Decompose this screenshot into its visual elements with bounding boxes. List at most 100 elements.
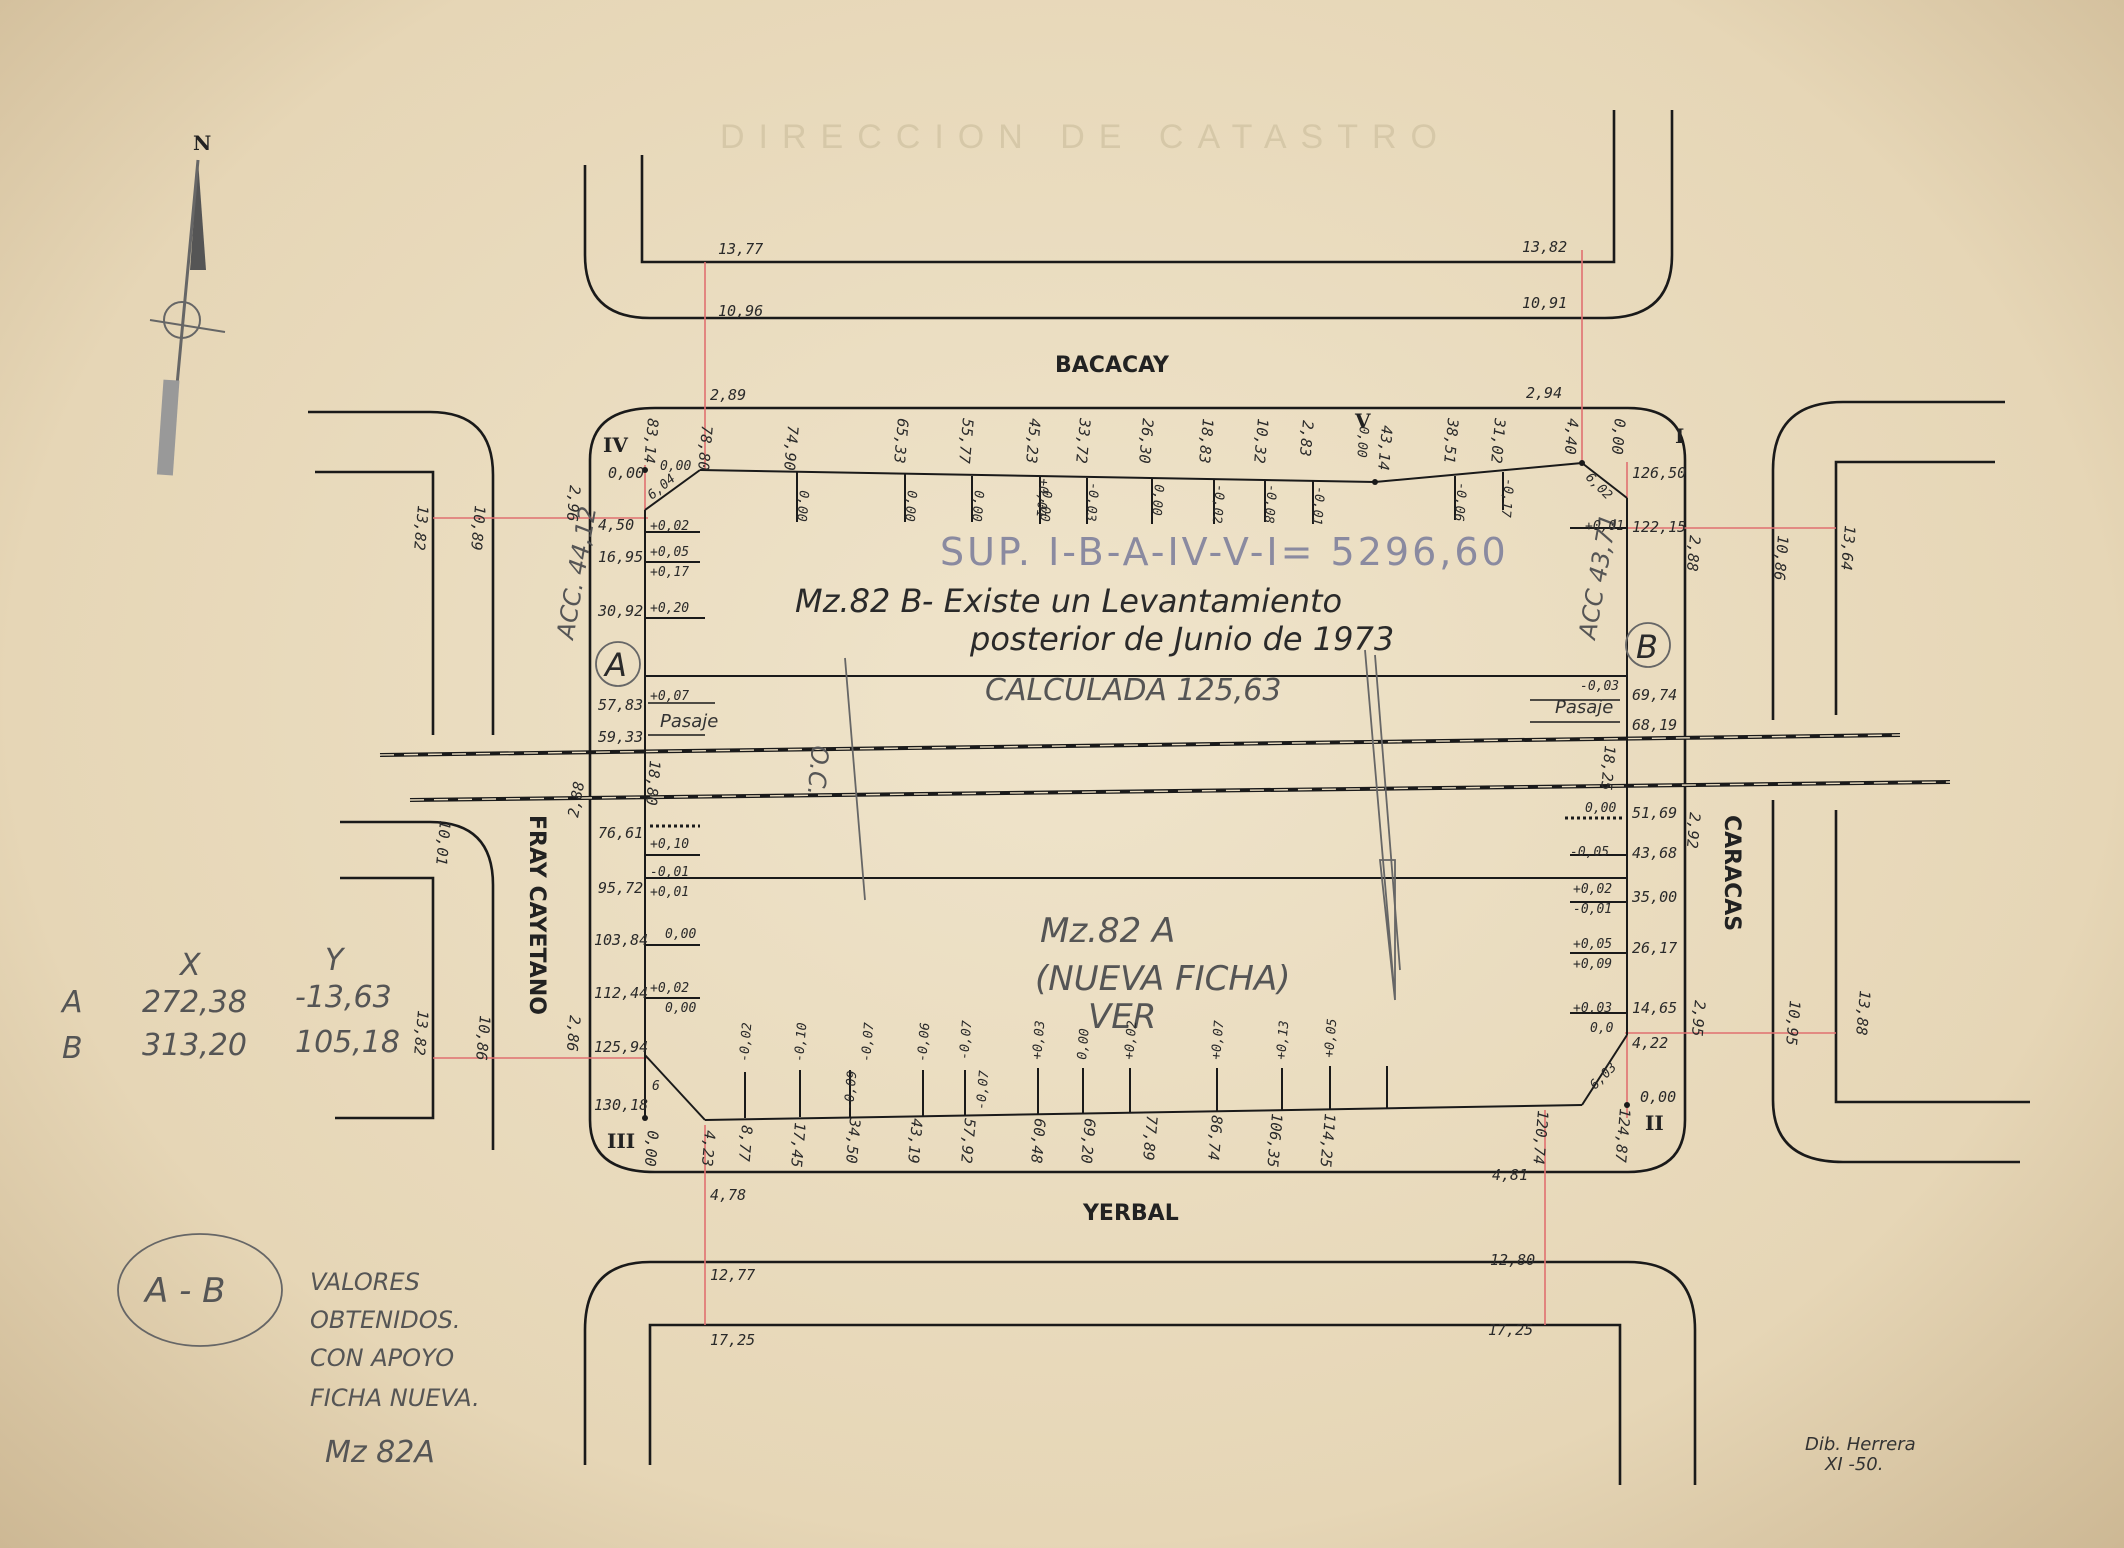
- legend-circled: A - B: [143, 1271, 225, 1311]
- calculada-note: CALCULADA 125,63: [985, 673, 1281, 708]
- left-offset: +0,10: [650, 837, 689, 852]
- right-offset: -0,03: [1580, 679, 1619, 694]
- nueva-ficha-note: (NUEVA FICHA): [1035, 959, 1291, 999]
- right-offset: 0,00: [1585, 801, 1616, 816]
- coord-header-x: X: [178, 948, 202, 983]
- top-offset: -0,02: [1209, 484, 1227, 524]
- top-measure: 83,14: [640, 418, 662, 465]
- sw-left-lower-1: 13,82: [410, 1010, 432, 1057]
- surface-note: SUP. I-B-A-IV-V-I= 5296,60: [940, 530, 1509, 574]
- top-measure-labels: 83,14 78,80 74,90 65,33 55,77 45,23 33,7…: [640, 417, 1629, 472]
- bottom-offset: -0,02: [737, 1022, 755, 1062]
- coord-row-a-y: -13,63: [295, 980, 392, 1015]
- diag-bottom-left: 6: [652, 1079, 660, 1094]
- diag-bottom-right: 6,03: [1587, 1060, 1620, 1093]
- left-offset-labels: +0,02 +0,05 +0,17 +0,20 +0,07 +0,10 -0,0…: [650, 519, 696, 1016]
- top-offset: 0,00: [901, 490, 919, 523]
- sw-right-upper-1: 2,88: [1683, 535, 1704, 573]
- bottom-measure: 114,25: [1316, 1113, 1339, 1169]
- right-measure: 68,19: [1632, 716, 1677, 734]
- pencil-lines: [117, 622, 1671, 1347]
- right-measure: 51,69: [1632, 804, 1677, 822]
- legend-line-5: Mz 82A: [325, 1435, 435, 1470]
- signature-name: Dib. Herrera: [1805, 1434, 1916, 1455]
- north-label: N: [193, 131, 211, 155]
- top-offset: 0,00: [1148, 484, 1166, 517]
- acc-left-note: ACC. 44,12: [551, 504, 602, 643]
- corner-i: I: [1675, 424, 1684, 448]
- bottom-measure: 57,92: [957, 1118, 979, 1165]
- bottom-offset: +0,03: [1030, 1020, 1048, 1060]
- top-measure: 26,30: [1135, 418, 1157, 465]
- bottom-offset: -0,09: [842, 1070, 860, 1110]
- coord-row-b-label: B: [62, 1031, 83, 1066]
- right-offset: 0,0: [1590, 1021, 1614, 1036]
- pasaje-right: Pasaje: [1555, 697, 1613, 718]
- sw-bot-left-3: 17,25: [710, 1331, 755, 1349]
- sw-top-left-3: 2,89: [710, 386, 746, 404]
- top-offset: +0,01: [1033, 478, 1051, 518]
- sw-left-upper-2: 10,89: [467, 505, 489, 552]
- top-offset-labels: 0,00 0,00 0,00 0,00 +0,01 -0,03 0,00 -0,…: [660, 426, 1516, 526]
- top-offset: -0,08: [1261, 484, 1279, 524]
- bottom-measure: 120,74: [1529, 1110, 1552, 1166]
- top-offset: -0,17: [1498, 478, 1516, 518]
- left-offset: +0,02: [650, 981, 689, 996]
- sw-top-right-2: 10,91: [1522, 294, 1567, 312]
- top-offset: 0,00: [1036, 490, 1054, 523]
- right-measure: 69,74: [1632, 686, 1677, 704]
- right-measure: 43,68: [1632, 844, 1677, 862]
- top-offset: 0,00: [660, 459, 691, 474]
- bottom-measure: 106,35: [1263, 1113, 1286, 1169]
- legend-line-1: VALORES: [310, 1268, 420, 1296]
- bottom-measure-labels: 0,00 4,23 8,77 17,45 34,50 43,19 57,92 6…: [641, 1108, 1634, 1169]
- right-measure: 0,00: [1640, 1088, 1676, 1106]
- coord-header-y: Y: [325, 943, 346, 978]
- right-offset: +0,03: [1573, 1001, 1612, 1016]
- top-offset: -0,06: [1451, 482, 1469, 522]
- sw-right-upper-3: 13,64: [1837, 525, 1859, 572]
- north-arrow-label: N: [193, 131, 211, 155]
- top-offset: 0,00: [968, 490, 986, 523]
- top-offset: 0,00: [1353, 426, 1371, 459]
- sw-top-left-2: 10,96: [718, 302, 763, 320]
- left-measure: 125,94: [594, 1038, 648, 1056]
- left-offset: +0,01: [650, 885, 689, 900]
- bottom-offset: -0,07: [974, 1070, 992, 1110]
- left-measure: 30,92: [597, 602, 643, 620]
- top-measure: 31,02: [1487, 417, 1509, 465]
- bottom-offset: +0,13: [1274, 1020, 1292, 1060]
- right-offset: +0,02: [1573, 882, 1612, 897]
- sw-left-upper-1: 13,82: [410, 505, 432, 552]
- bottom-measure: 60,48: [1027, 1118, 1049, 1165]
- bottom-offset: 0,00: [1075, 1028, 1093, 1061]
- top-measure: 38,51: [1440, 417, 1462, 465]
- right-measure-labels: 126,50 122,15 69,74 68,19 51,69 43,68 35…: [1631, 464, 1686, 1106]
- sw-left-lower-5: 10,01: [432, 820, 454, 867]
- right-measure: 126,50: [1632, 464, 1686, 482]
- right-measure: 35,00: [1631, 888, 1677, 906]
- sw-bot-left-1: 4,78: [710, 1186, 746, 1204]
- bottom-measure: 4,23: [698, 1130, 719, 1168]
- mz82b-note: Mz.82 B- Existe un Levantamiento: [795, 582, 1342, 620]
- sw-right-lower-4: 2,92: [1683, 812, 1704, 850]
- right-offset: +0,01: [1585, 519, 1624, 534]
- offset-ticks-top: [796, 472, 1504, 524]
- bottom-offset: -0,07: [957, 1020, 975, 1060]
- bottom-offset: -0,06: [915, 1022, 933, 1062]
- top-measure: 0,00: [1608, 418, 1629, 456]
- left-offset: 0,00: [665, 927, 696, 942]
- top-measure: 78,80: [694, 425, 716, 472]
- sw-bot-right-3: 17,25: [1488, 1321, 1533, 1339]
- left-measure: 95,72: [598, 879, 643, 897]
- railway: [379, 733, 1951, 802]
- sw-bot-left-2: 12,77: [710, 1266, 755, 1284]
- bottom-measure: 34,50: [842, 1117, 864, 1165]
- corner-iii: III: [607, 1129, 635, 1153]
- corner-iv: IV: [603, 433, 628, 457]
- faded-header: DIRECCION DE CATASTRO: [720, 118, 1451, 156]
- bottom-measure: 86,74: [1204, 1115, 1226, 1162]
- rail-right-label: 18,25: [1597, 745, 1619, 792]
- sw-top-right-1: 13,82: [1522, 238, 1567, 256]
